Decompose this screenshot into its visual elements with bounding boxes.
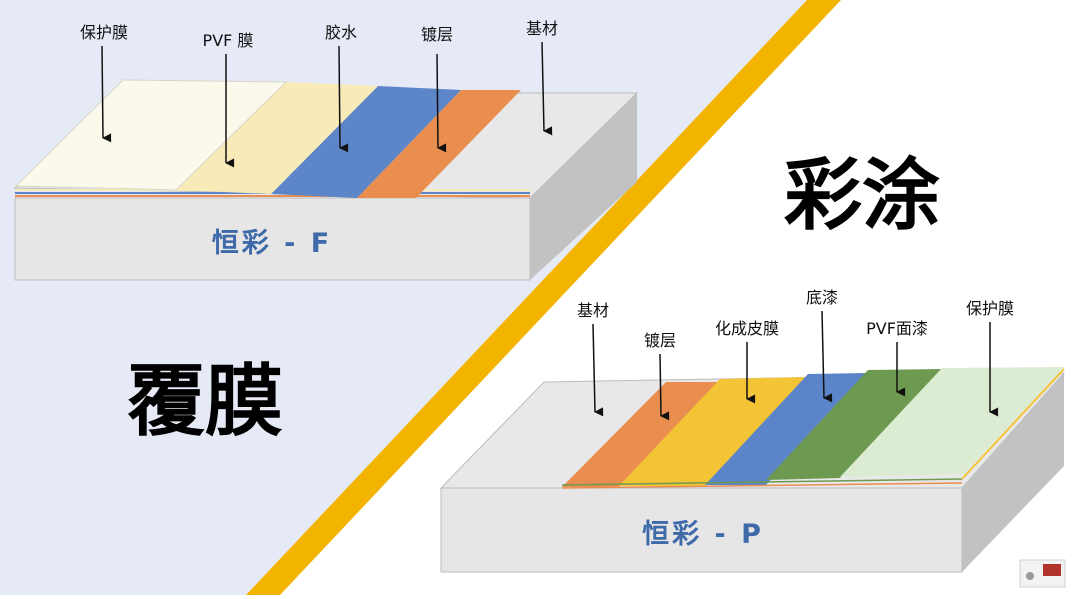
film-callout-protective: 保护膜 xyxy=(80,23,128,42)
film-arrow-plating xyxy=(436,53,447,153)
coating-callouts: 基材 镀层 化成皮膜 底漆 PVF面漆 保护膜 xyxy=(577,288,1014,421)
film-callout-substrate: 基材 xyxy=(526,19,558,38)
coating-layer-edge-green xyxy=(561,478,963,486)
film-callout-plating: 镀层 xyxy=(421,25,453,44)
film-callout-glue: 胶水 xyxy=(325,23,357,42)
coating-layer-edge-orange xyxy=(561,482,963,489)
film-layer-protective xyxy=(14,79,288,191)
coating-callout-pvf-topcoat: PVF面漆 xyxy=(866,319,928,338)
coating-arrow-primer xyxy=(821,310,833,403)
coating-layer-chemical xyxy=(619,377,808,486)
coating-callout-protective: 保护膜 xyxy=(966,299,1014,318)
coating-product-label: 恒彩 - P xyxy=(642,519,764,550)
film-slab-front xyxy=(14,197,531,281)
coating-layer-protective xyxy=(840,367,1064,477)
coating-slab-right-side xyxy=(962,373,1064,572)
coating-layer-edge-yellow xyxy=(961,368,1065,480)
coating-callout-chemical: 化成皮膜 xyxy=(715,319,779,338)
film-arrow-protective xyxy=(101,45,112,143)
film-title: 覆膜 xyxy=(127,357,283,447)
coating-layer-pvf-topcoat xyxy=(766,369,942,480)
coating-arrow-plating xyxy=(659,353,670,421)
coating-callout-plating: 镀层 xyxy=(644,331,676,350)
coating-slab: 恒彩 - P xyxy=(439,367,1066,573)
coating-arrow-substrate xyxy=(592,323,604,417)
film-product-label: 恒彩 - F xyxy=(212,228,332,259)
film-arrow-glue xyxy=(338,45,349,153)
film-slab-right-side xyxy=(530,93,637,280)
coating-layer-plating xyxy=(562,382,720,487)
coating-slab-front xyxy=(440,487,963,573)
film-layer-glue xyxy=(271,86,461,198)
film-callouts: 保护膜 PVF 膜 胶水 镀层 基材 xyxy=(80,19,558,168)
diagonal-divider-stripe xyxy=(246,0,841,595)
film-arrow-substrate xyxy=(541,41,553,136)
coating-title: 彩涂 xyxy=(784,151,940,241)
corner-logo xyxy=(1019,559,1066,588)
film-callout-pvf: PVF 膜 xyxy=(203,31,254,50)
coating-callout-primer: 底漆 xyxy=(806,288,838,307)
coating-callout-substrate: 基材 xyxy=(577,301,609,320)
